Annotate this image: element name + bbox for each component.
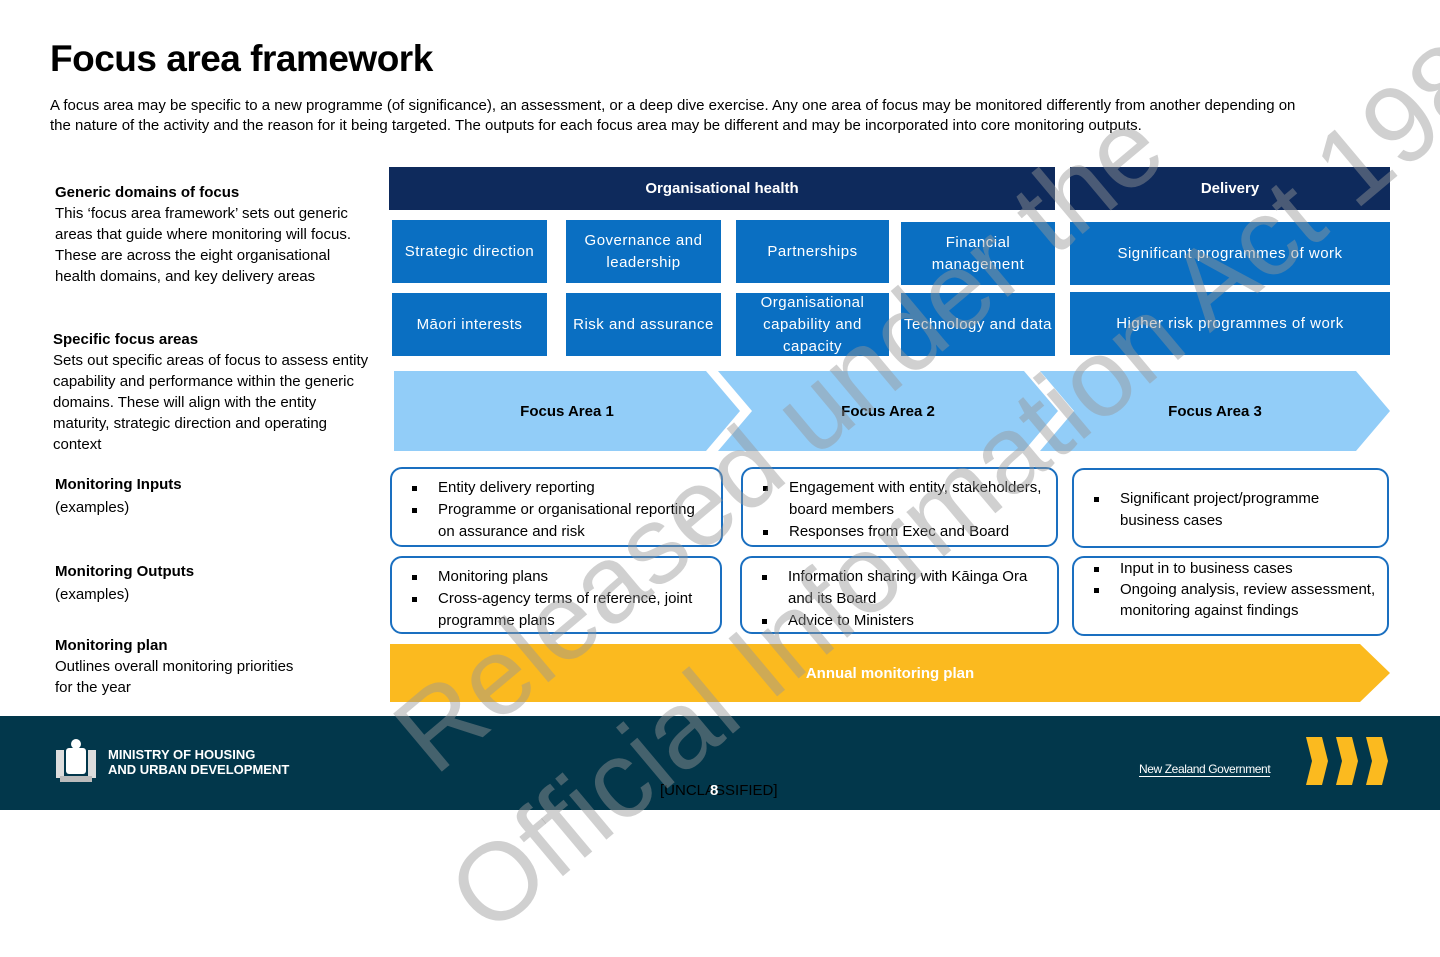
annual-plan-arrow: Annual monitoring plan xyxy=(390,644,1390,702)
intro-text: A focus area may be specific to a new pr… xyxy=(50,97,1296,134)
tile-org-capability: Organisational capability and capacity xyxy=(736,293,889,356)
list-item: Ongoing analysis, review assessment, mon… xyxy=(1092,579,1377,621)
list-item: Responses from Exec and Board xyxy=(761,521,1046,543)
tile-governance: Governance and leadership xyxy=(566,220,721,283)
focus-area-1: Focus Area 1 xyxy=(394,371,740,451)
tile-strategic-direction: Strategic direction xyxy=(392,220,547,283)
list-item: Information sharing with Kāinga Ora and … xyxy=(760,566,1047,610)
focus-area-2: Focus Area 2 xyxy=(718,371,1058,451)
tile-significant-programmes: Significant programmes of work xyxy=(1070,222,1390,285)
heading: Generic domains of focus xyxy=(55,184,240,201)
desc: (examples) xyxy=(55,499,130,516)
tile-higher-risk: Higher risk programmes of work xyxy=(1070,292,1390,355)
list-item: Entity delivery reporting xyxy=(410,477,711,499)
list-item: Input in to business cases xyxy=(1092,558,1377,579)
tile-partnerships: Partnerships xyxy=(736,220,889,283)
chevrons-logo-icon xyxy=(1306,737,1390,790)
heading: Monitoring plan xyxy=(55,637,168,654)
coat-of-arms-icon xyxy=(52,738,100,784)
inputs-box-3: Significant project/programme business c… xyxy=(1072,468,1389,548)
page-number: 8 xyxy=(710,782,719,799)
page-title: Focus area framework xyxy=(50,38,433,79)
classification: [UNCLASSIFIED] 8 xyxy=(660,782,778,799)
list-item: Cross-agency terms of reference, joint p… xyxy=(410,588,710,632)
classification-text: [UNCLASSIFIED] xyxy=(660,782,778,799)
desc: (examples) xyxy=(55,586,130,603)
list-item: Programme or organisational reporting on… xyxy=(410,499,711,543)
tile-maori-interests: Māori interests xyxy=(392,293,547,356)
heading: Monitoring Outputs xyxy=(55,563,195,580)
heading: Specific focus areas xyxy=(53,331,199,348)
nz-government-logo: New Zealand Government xyxy=(1139,762,1271,777)
desc: This ‘focus area framework’ sets out gen… xyxy=(55,205,351,285)
outputs-box-2: Information sharing with Kāinga Ora and … xyxy=(740,556,1059,634)
left-outputs: Monitoring Outputs (examples) xyxy=(55,561,375,608)
ministry-line2: AND URBAN DEVELOPMENT xyxy=(108,762,290,777)
tile-risk-assurance: Risk and assurance xyxy=(566,293,721,356)
inputs-box-2: Engagement with entity, stakeholders, bo… xyxy=(741,467,1058,547)
tile-financial: Financial management xyxy=(901,222,1055,285)
desc: Outlines overall monitoring priorities f… xyxy=(55,658,294,696)
ministry-line1: MINISTRY OF HOUSING xyxy=(108,747,256,762)
list-item: Significant project/programme business c… xyxy=(1092,488,1377,532)
org-health-header: Organisational health xyxy=(389,167,1055,210)
heading: Monitoring Inputs xyxy=(55,476,182,493)
desc: Sets out specific areas of focus to asse… xyxy=(53,352,369,453)
focus-area-3: Focus Area 3 xyxy=(1040,371,1390,451)
tile-technology: Technology and data xyxy=(901,293,1055,356)
list-item: Monitoring plans xyxy=(410,566,710,588)
left-inputs: Monitoring Inputs (examples) xyxy=(55,474,375,521)
delivery-header: Delivery xyxy=(1070,167,1390,210)
list-item: Engagement with entity, stakeholders, bo… xyxy=(761,477,1046,521)
list-item: Advice to Ministers xyxy=(760,610,1047,632)
